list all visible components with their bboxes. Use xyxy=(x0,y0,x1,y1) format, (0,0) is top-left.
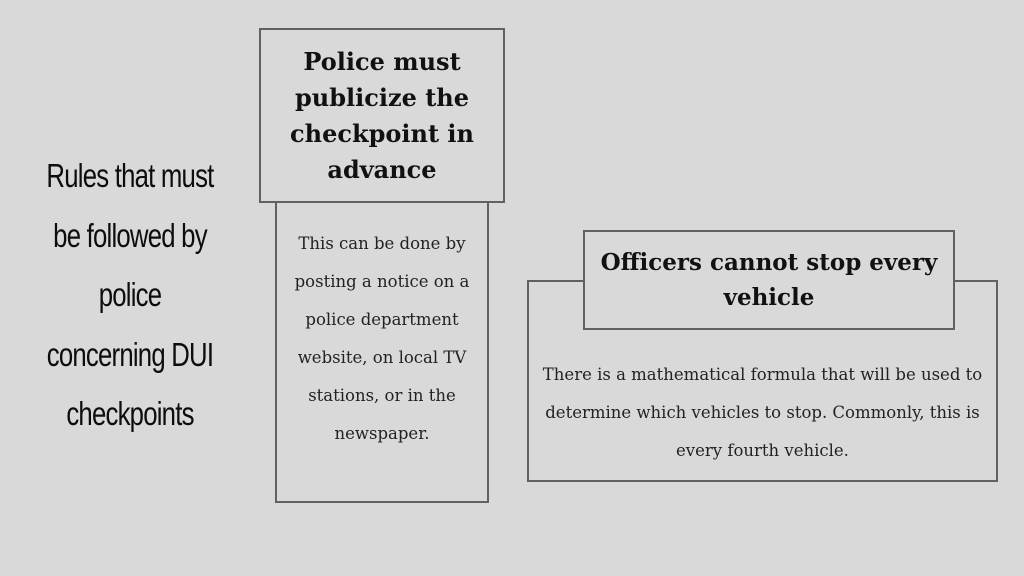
rule-card-2-body-text: There is a mathematical formula that wil… xyxy=(542,365,983,460)
rule-card-1-heading: Police must publicize the checkpoint in … xyxy=(259,28,505,203)
rule-card-1-body: This can be done by posting a notice on … xyxy=(275,201,489,503)
rule-card-1-heading-text: Police must publicize the checkpoint in … xyxy=(290,46,474,184)
slide-title: Rules that must be followed by police co… xyxy=(46,157,214,432)
rule-card-2-body: There is a mathematical formula that wil… xyxy=(527,280,998,482)
rule-card-1-body-text: This can be done by posting a notice on … xyxy=(294,234,470,443)
rule-card-2-heading-text: Officers cannot stop every vehicle xyxy=(600,249,938,311)
rule-card-2-heading: Officers cannot stop every vehicle xyxy=(583,230,955,330)
